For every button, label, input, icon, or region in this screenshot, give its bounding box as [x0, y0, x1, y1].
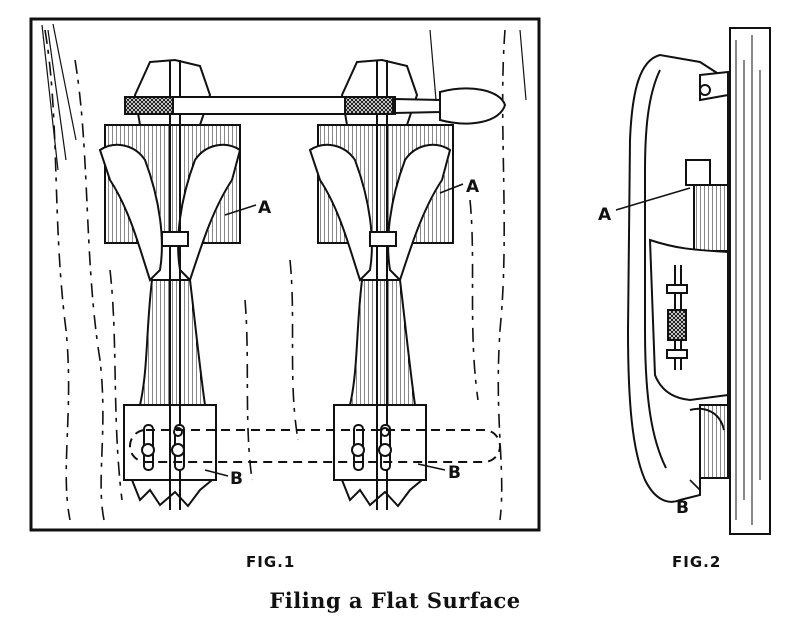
figure-1-caption: FIG.1	[246, 553, 295, 571]
fig2-label-a: A	[598, 205, 612, 225]
figure-1: A A B B FIG.1	[29, 17, 541, 571]
side-board	[729, 27, 771, 535]
figure-caption: Filing a Flat Surface	[269, 588, 521, 613]
file-outline-dashed	[129, 429, 501, 463]
figure-2	[615, 27, 771, 535]
label-a-right: A	[466, 177, 480, 197]
wood-grain	[44, 29, 506, 521]
illustration: A A B B FIG.1 A B FIG.2	[29, 17, 771, 571]
label-b: B	[230, 469, 243, 489]
figure-2-caption: FIG.2	[672, 553, 721, 571]
fig2-label-b: B	[676, 498, 689, 518]
right-skate	[308, 58, 454, 510]
wood-grain-dense	[41, 23, 527, 171]
leader-lines	[204, 183, 464, 477]
label-b-right: B	[448, 463, 461, 483]
label-a: A	[258, 198, 272, 218]
flat-file	[124, 87, 507, 125]
